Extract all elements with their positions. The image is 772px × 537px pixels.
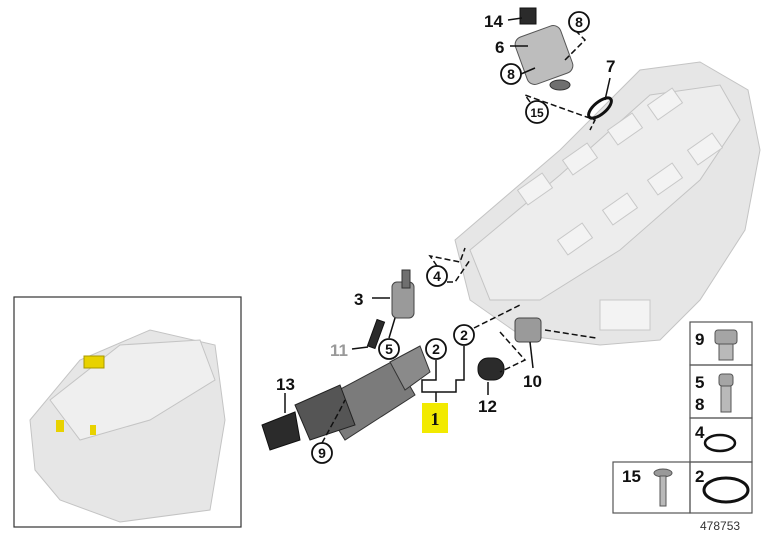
callout-8: 8	[507, 66, 515, 82]
callout-12: 12	[478, 397, 497, 416]
callout-5: 5	[385, 341, 393, 357]
callout-circle	[568, 11, 590, 33]
solenoid-valve-part	[514, 7, 574, 91]
callout-14: 14	[484, 12, 503, 31]
callout-circle	[378, 338, 400, 360]
vanos-valve-part	[261, 345, 431, 451]
callout-9: 9	[318, 445, 326, 461]
callout-3: 3	[354, 290, 363, 309]
callout-15: 15	[530, 106, 544, 120]
callout-4: 4	[433, 268, 441, 284]
callout-circle	[311, 442, 333, 464]
cylinder-head-illustration	[454, 61, 761, 346]
callout-8: 8	[575, 14, 583, 30]
callout-circle	[426, 265, 448, 287]
legend-item-5: 5	[695, 373, 704, 392]
small-parts-legend	[612, 321, 753, 514]
gasket-part	[587, 96, 613, 120]
callout-circle	[453, 324, 475, 346]
engine-overview-inset	[13, 296, 242, 528]
callout-circle	[525, 100, 549, 124]
legend-item-4: 4	[695, 423, 705, 442]
diagram-id: 478753	[700, 519, 740, 533]
callout-13: 13	[276, 375, 295, 394]
highlight-box	[422, 403, 448, 433]
callout-circle	[425, 338, 447, 360]
callout-1[interactable]: 1	[431, 409, 440, 429]
temperature-sensor-part	[514, 317, 542, 343]
callout-6: 6	[495, 38, 504, 57]
callout-2: 2	[432, 341, 440, 357]
callout-10: 10	[523, 372, 542, 391]
sensor-part	[366, 269, 415, 350]
legend-item-15: 15	[622, 467, 641, 486]
callout-7: 7	[606, 57, 615, 76]
callout-11: 11	[330, 341, 348, 360]
leader-lines	[284, 17, 611, 444]
callout-circle	[500, 63, 522, 85]
legend-item-8: 8	[695, 395, 704, 414]
legend-item-2: 2	[695, 467, 704, 486]
legend-item-9: 9	[695, 330, 704, 349]
plug-part	[477, 357, 505, 381]
callout-2: 2	[460, 327, 468, 343]
